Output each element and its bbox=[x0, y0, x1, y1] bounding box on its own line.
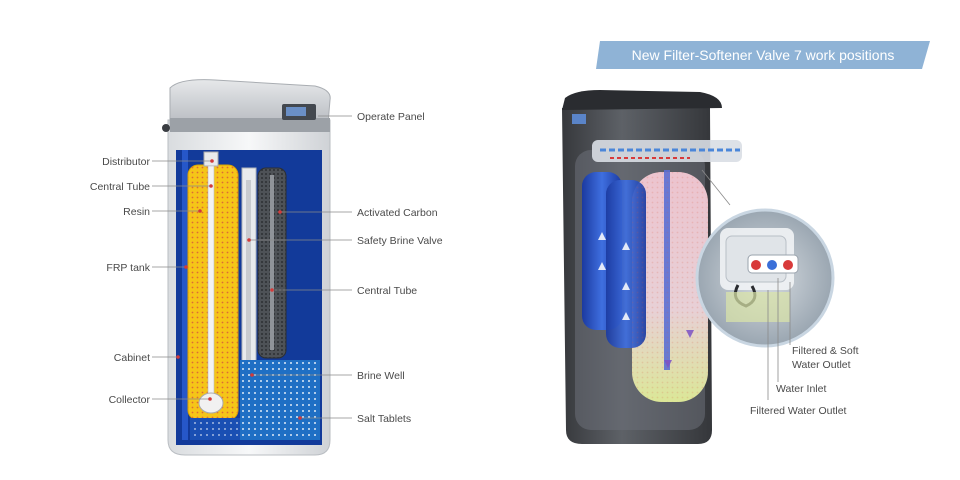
label-activated-carbon: Activated Carbon bbox=[357, 207, 438, 219]
label-central-tube-right: Central Tube bbox=[357, 285, 417, 297]
label-brine-well: Brine Well bbox=[357, 370, 405, 382]
lid-band bbox=[170, 118, 330, 132]
label-cabinet: Cabinet bbox=[114, 352, 150, 364]
label-resin: Resin bbox=[123, 206, 150, 218]
zoom-callout bbox=[695, 169, 835, 348]
right-leader-lines bbox=[767, 278, 791, 400]
label-salt-tablets: Salt Tablets bbox=[357, 413, 411, 425]
right-labels: Filtered & Soft Water Outlet Water Inlet… bbox=[750, 345, 859, 417]
label-filtered-soft-line1: Filtered & Soft bbox=[792, 345, 859, 357]
label-frp-tank: FRP tank bbox=[106, 262, 150, 274]
label-operate-panel: Operate Panel bbox=[357, 111, 425, 123]
collector bbox=[198, 392, 224, 414]
label-safety-brine-valve: Safety Brine Valve bbox=[357, 235, 443, 247]
label-filtered-water-outlet: Filtered Water Outlet bbox=[750, 405, 847, 417]
label-collector: Collector bbox=[109, 394, 151, 406]
distributor bbox=[203, 151, 219, 167]
label-central-tube-left: Central Tube bbox=[90, 181, 150, 193]
dark-lid bbox=[562, 90, 722, 110]
left-softener-illustration bbox=[162, 79, 331, 456]
right-softener-illustration bbox=[562, 90, 742, 444]
label-water-inlet: Water Inlet bbox=[776, 383, 826, 395]
right-panel-screen bbox=[572, 114, 586, 124]
label-distributor: Distributor bbox=[102, 156, 150, 168]
banner: New Filter-Softener Valve 7 work positio… bbox=[596, 41, 930, 69]
central-tube-left bbox=[207, 165, 215, 397]
banner-shape bbox=[596, 41, 930, 69]
left-labels: Operate Panel Distributor Central Tube R… bbox=[90, 111, 443, 425]
left-leader-lines bbox=[152, 115, 352, 420]
label-filtered-soft-line2: Water Outlet bbox=[792, 359, 851, 371]
banner-title: New Filter-Softener Valve 7 work positio… bbox=[632, 47, 895, 63]
